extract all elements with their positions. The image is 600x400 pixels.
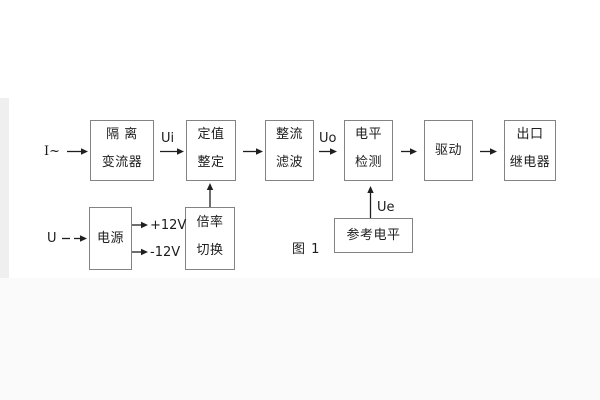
signal-label-input-voltage: U	[47, 231, 57, 246]
block-label-line: 驱动	[434, 142, 462, 158]
block-label-line: 参考电平	[346, 227, 401, 243]
block-label-line: 电源	[96, 230, 124, 246]
block-label-line: 整定	[197, 155, 225, 170]
block-label-line: 滤波	[275, 155, 303, 170]
signal-label-plus-12v: +12V	[150, 218, 187, 233]
block-level-detector: 电平 检测	[344, 120, 393, 181]
signal-label-minus-12v: -12V	[150, 245, 181, 260]
figure-caption: 图 1	[292, 242, 321, 257]
block-label-line: 整流	[275, 127, 303, 142]
signal-label-uo: Uo	[319, 131, 337, 146]
signal-label-ui: Ui	[161, 131, 175, 146]
signal-label-ue: Ue	[377, 200, 395, 215]
signal-label-input-current: I~	[44, 144, 61, 159]
block-label-line: 定值	[197, 127, 225, 142]
block-output-relay: 出口 继电器	[504, 120, 556, 181]
block-ratio-switch: 倍率 切换	[185, 207, 235, 270]
block-label-line: 隔 离	[106, 127, 138, 142]
block-label-line: 出口	[516, 127, 544, 142]
block-label-line: 变流器	[101, 155, 143, 170]
block-label-line: 倍率	[196, 215, 224, 230]
block-label-line: 检测	[354, 155, 382, 170]
page-bottom-band	[0, 278, 600, 400]
block-isolation-transformer: 隔 离 变流器	[90, 120, 154, 181]
block-power-supply: 电源	[89, 207, 132, 270]
page-left-gutter	[0, 98, 9, 278]
block-label-line: 继电器	[509, 155, 551, 170]
block-reference-level: 参考电平	[334, 218, 413, 253]
block-label-line: 电平	[354, 127, 382, 142]
block-rectifier-filter: 整流 滤波	[265, 120, 314, 181]
block-setpoint-adjust: 定值 整定	[186, 120, 236, 181]
block-driver: 驱动	[424, 120, 473, 181]
block-label-line: 切换	[196, 243, 224, 258]
